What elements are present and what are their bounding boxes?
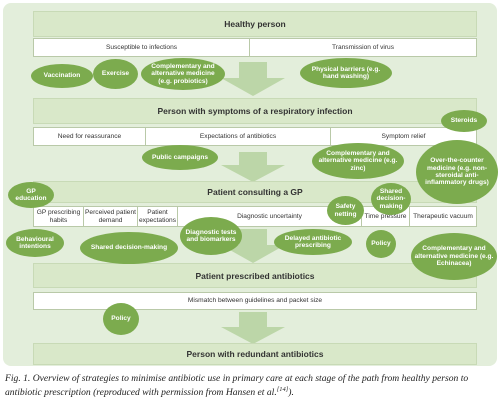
barrier-cell: Need for reassurance — [34, 128, 146, 145]
caption-text: Fig. 1. Overview of strategies to minimi… — [5, 373, 469, 399]
strategy-physical-barriers: Physical barriers (e.g. hand washing) — [300, 58, 392, 88]
strategy-cam-zinc: Complementary and alternative medicine (… — [312, 143, 404, 179]
flow-arrow-4 — [221, 312, 285, 344]
barrier-row-3: GP prescribing habits Perceived patient … — [33, 206, 477, 227]
barrier-cell: GP prescribing habits — [34, 207, 84, 226]
strategy-diagnostic-tests: Diagnostic tests and biomarkers — [180, 217, 242, 255]
stage-symptoms: Person with symptoms of a respiratory in… — [33, 98, 477, 124]
barrier-row-2: Need for reassurance Expectations of ant… — [33, 127, 477, 146]
stage-label: Person with symptoms of a respiratory in… — [157, 106, 353, 116]
strategy-behavioural-intentions: Behavioural intentions — [6, 229, 64, 257]
strategy-shared-decision-small: Shared decision-making — [371, 183, 411, 215]
stage-label: Patient prescribed antibiotics — [195, 270, 315, 281]
strategy-otc-medicine: Over-the-counter medicine (e.g. non-ster… — [416, 140, 498, 204]
strategy-policy-2: Policy — [103, 303, 139, 335]
barrier-cell: Time pressure — [362, 207, 410, 226]
figure-caption: Fig. 1. Overview of strategies to minimi… — [5, 373, 500, 400]
strategy-delayed-prescribing: Delayed antibiotic prescribing — [274, 229, 352, 255]
strategy-vaccination: Vaccination — [31, 64, 93, 88]
barrier-row-1: Susceptible to infections Transmission o… — [33, 38, 477, 57]
strategy-safety-netting: Safety netting — [327, 196, 364, 225]
barrier-cell: Transmission of virus — [331, 43, 395, 51]
strategy-gp-education: GP education — [8, 182, 54, 208]
strategy-steroids: Steroids — [441, 110, 487, 132]
stage-healthy-person: Healthy person — [33, 11, 477, 37]
barrier-cell: Perceived patient demand — [84, 207, 138, 226]
strategy-cam-echinacea: Complementary and alternative medicine (… — [411, 233, 497, 280]
stage-label: Healthy person — [224, 19, 286, 29]
barrier-row-4: Mismatch between guidelines and packet s… — [33, 292, 477, 310]
barrier-cell: Expectations of antibiotics — [146, 128, 331, 145]
barrier-cell: Therapeutic vacuum — [413, 212, 473, 220]
stage-redundant: Person with redundant antibiotics — [33, 343, 477, 365]
caption-reference: [14] — [276, 385, 289, 393]
strategy-shared-decision-large: Shared decision-making — [80, 232, 178, 264]
flow-arrow-2 — [221, 152, 285, 182]
caption-end: ). — [288, 387, 294, 399]
strategy-policy-1: Policy — [366, 230, 396, 258]
flow-arrow-1 — [221, 62, 285, 96]
barrier-cell: Mismatch between guidelines and packet s… — [187, 297, 323, 305]
stage-label: Patient consulting a GP — [207, 187, 303, 197]
strategy-public-campaigns: Public campaigns — [142, 145, 218, 170]
strategy-cam-probiotics: Complementary and alternative medicine (… — [141, 58, 225, 90]
barrier-cell: Patient expectations — [138, 207, 178, 226]
strategy-exercise: Exercise — [93, 59, 138, 89]
barrier-cell: Symptom relief — [381, 132, 426, 140]
stage-label: Person with redundant antibiotics — [186, 349, 324, 359]
barrier-cell: Susceptible to infections — [34, 39, 250, 56]
stage-prescribed: Patient prescribed antibiotics — [33, 263, 477, 288]
flow-arrow-3 — [221, 229, 285, 263]
